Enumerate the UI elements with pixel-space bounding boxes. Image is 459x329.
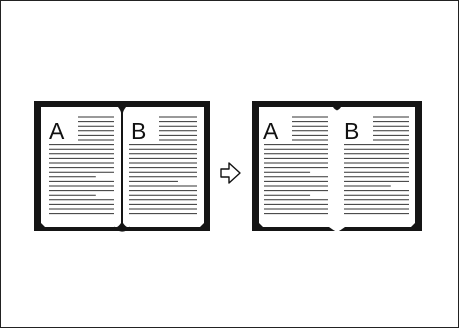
before-right-text-lines	[129, 116, 197, 215]
before-left-text-lines	[49, 116, 114, 215]
after-flattened-pages	[259, 107, 415, 232]
hollow-right-arrow-icon	[220, 162, 241, 184]
after-left-letter: A	[263, 118, 279, 144]
before-right-letter: B	[131, 118, 146, 144]
after-left-text-lines	[264, 116, 328, 215]
before-left-page	[41, 107, 121, 227]
after-right-text-lines	[344, 116, 409, 215]
after-top-notch	[333, 107, 341, 110]
before-book: A B	[34, 101, 210, 232]
after-book: A B	[252, 101, 422, 232]
before-book-bottom-fold	[113, 226, 131, 232]
after-right-letter: B	[344, 118, 359, 144]
before-left-letter: A	[49, 118, 65, 144]
before-right-page	[123, 107, 204, 227]
